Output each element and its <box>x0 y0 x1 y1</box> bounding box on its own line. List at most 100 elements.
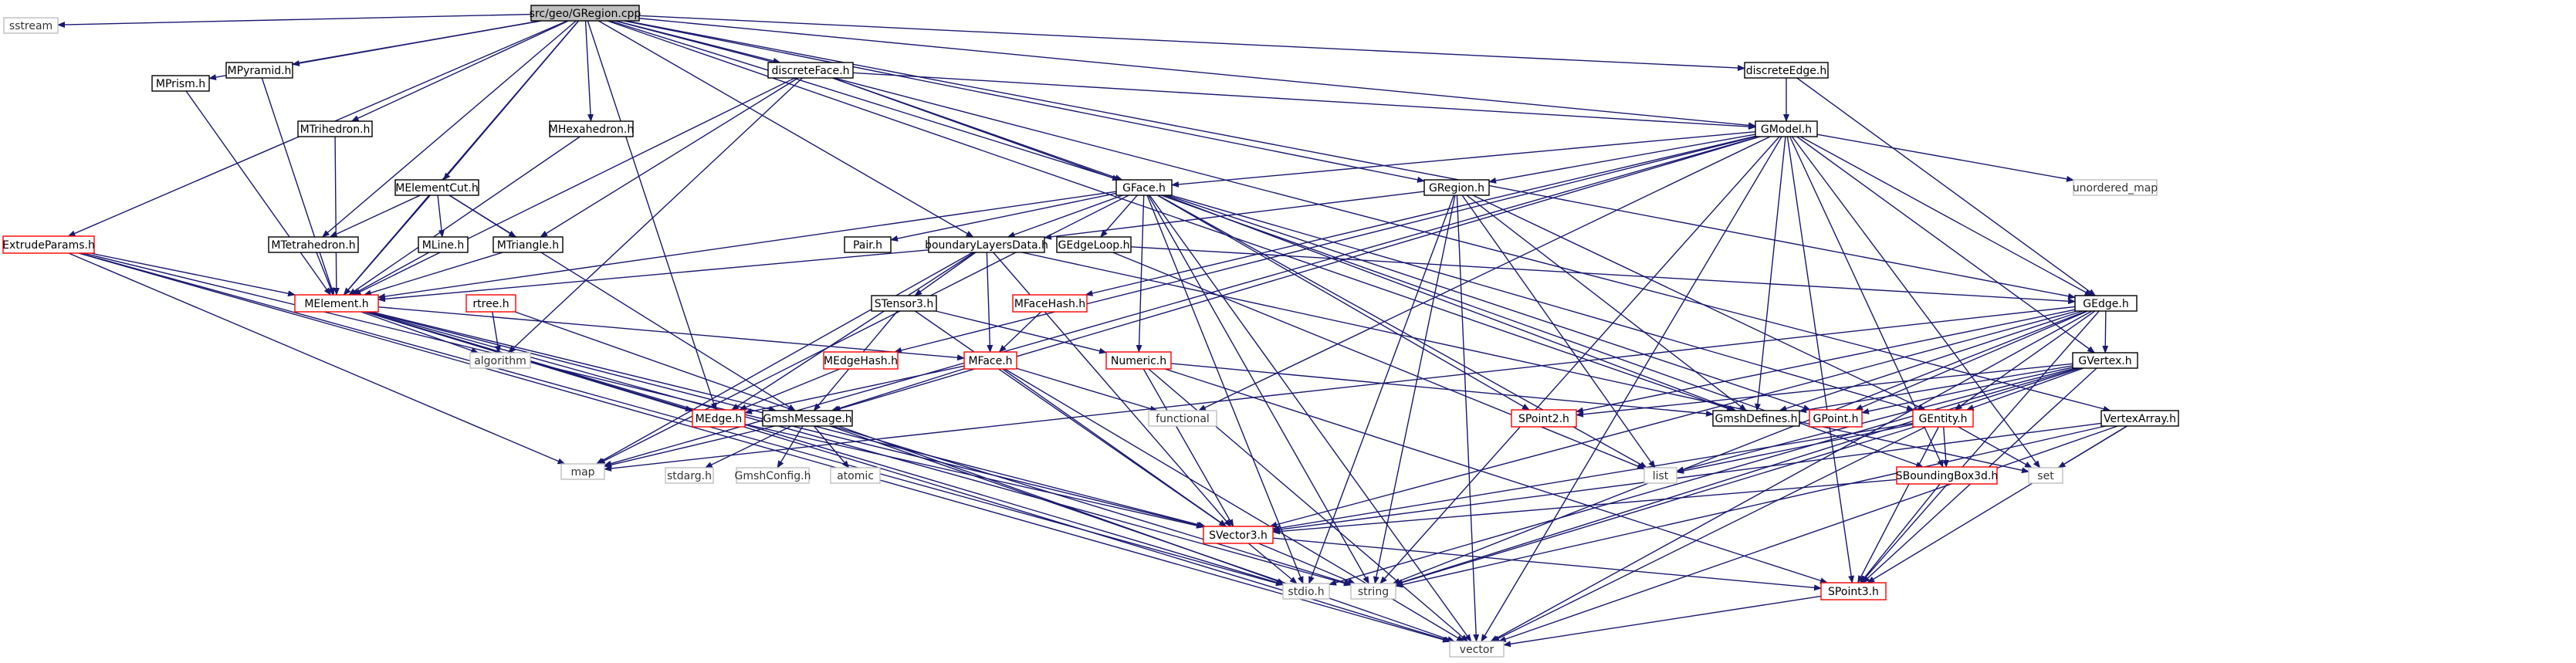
edge-boundarylayers-to-stensor3 <box>914 252 977 296</box>
node-rtree[interactable]: rtree.h <box>465 294 516 313</box>
edge-mprism-to-melement <box>185 90 331 296</box>
node-label-melementcut: MElementCut.h <box>395 182 479 195</box>
node-mfacehash[interactable]: MFaceHash.h <box>1012 294 1088 313</box>
node-stensor3[interactable]: STensor3.h <box>871 295 937 312</box>
node-label-set: set <box>2037 470 2054 482</box>
node-label-gedgeloop: GEdgeLoop.h <box>1058 239 1130 252</box>
edge-mhexahedron-to-melement <box>348 136 581 296</box>
node-gregion[interactable]: GRegion.h <box>1423 179 1490 196</box>
edge-boundarylayers-to-mface <box>986 252 994 353</box>
node-unorderedmap: unordered_map <box>2073 179 2158 196</box>
node-gvertex[interactable]: GVertex.h <box>2072 352 2138 369</box>
node-medgehash[interactable]: MEdgeHash.h <box>823 351 899 370</box>
node-gmshmessage[interactable]: GmshMessage.h <box>762 410 853 427</box>
node-box-spoint3 <box>1820 582 1887 600</box>
node-svector3[interactable]: SVector3.h <box>1203 526 1274 544</box>
node-box-mfacehash <box>1012 294 1088 313</box>
node-mtrihedron[interactable]: MTrihedron.h <box>297 120 373 137</box>
node-box-stdarg <box>665 467 714 484</box>
node-mline[interactable]: MLine.h <box>418 236 469 253</box>
edge-extrudeparams-to-map <box>68 252 566 465</box>
node-boundarylayers[interactable]: boundaryLayersData.h <box>925 236 1048 253</box>
node-label-root: src/geo/GRegion.cpp <box>530 8 641 20</box>
edge-boundarylayers-to-melement <box>377 249 929 303</box>
node-medge[interactable]: MEdge.h <box>692 409 746 428</box>
node-gmodel[interactable]: GModel.h <box>1755 120 1818 137</box>
node-gedge[interactable]: GEdge.h <box>2074 295 2138 312</box>
node-box-root <box>530 5 640 22</box>
edge-root-to-mtrihedron <box>350 20 569 122</box>
edge-gmodel-to-gface <box>1171 130 1756 188</box>
node-vertexarray[interactable]: VertexArray.h <box>2100 410 2179 427</box>
node-box-gvertex <box>2072 352 2138 369</box>
node-box-melement <box>294 294 379 313</box>
node-box-string <box>1350 583 1396 600</box>
edge-gentity-to-spoint3 <box>1857 426 1939 584</box>
node-gentity[interactable]: GEntity.h <box>1912 409 1974 428</box>
node-mtetrahedron[interactable]: MTetrahedron.h <box>268 236 359 253</box>
node-mhexahedron[interactable]: MHexahedron.h <box>549 120 634 137</box>
node-box-mtriangle <box>493 236 564 253</box>
node-spoint3[interactable]: SPoint3.h <box>1820 582 1887 600</box>
edge-gface-to-gedgeloop <box>1100 195 1138 238</box>
node-gmshconfig: GmshConfig.h <box>735 467 811 484</box>
node-gmshdefines[interactable]: GmshDefines.h <box>1712 410 1800 427</box>
node-vector: vector <box>1449 641 1505 658</box>
node-label-gface: GFace.h <box>1122 182 1166 195</box>
node-extrudeparams[interactable]: ExtrudeParams.h <box>2 235 95 254</box>
node-label-mline: MLine.h <box>422 239 465 252</box>
node-box-vector <box>1449 641 1505 658</box>
node-box-unorderedmap <box>2073 179 2158 196</box>
edge-gedge-to-svector3 <box>1269 310 2077 528</box>
node-label-atomic: atomic <box>837 470 874 482</box>
node-box-list <box>1643 467 1677 484</box>
edge-medgehash-to-medge <box>739 368 841 411</box>
node-discreteface[interactable]: discreteFace.h <box>767 62 854 79</box>
node-box-gpoint <box>1809 409 1863 428</box>
node-label-gmshconfig: GmshConfig.h <box>735 470 811 482</box>
edge-root-to-sstream <box>57 13 532 29</box>
edge-root-to-gmshdefines <box>607 20 1735 411</box>
node-spoint2[interactable]: SPoint2.h <box>1511 409 1577 428</box>
node-mprism[interactable]: MPrism.h <box>151 75 210 92</box>
node-label-mtrihedron: MTrihedron.h <box>300 123 371 136</box>
node-mpyramid[interactable]: MPyramid.h <box>225 62 293 79</box>
edge-mfacehash-to-mface <box>998 311 1042 353</box>
edge-discreteedge-to-gedge <box>1796 77 2097 296</box>
node-root[interactable]: src/geo/GRegion.cpp <box>530 5 641 22</box>
node-pair[interactable]: Pair.h <box>844 236 892 253</box>
node-label-sstream: sstream <box>9 20 52 32</box>
edge-melement-to-mface <box>377 306 965 361</box>
edge-root-to-boundarylayers <box>597 20 974 238</box>
node-atomic: atomic <box>830 467 881 484</box>
edge-gface-to-numeric <box>1136 195 1145 353</box>
edge-mline-to-melement <box>351 252 430 296</box>
node-gedgeloop[interactable]: GEdgeLoop.h <box>1056 236 1132 253</box>
node-discreteedge[interactable]: discreteEdge.h <box>1744 62 1829 79</box>
edge-gentity-to-set <box>1958 426 2033 468</box>
edge-gmshmessage-to-gmshconfig <box>777 425 804 468</box>
node-list: list <box>1643 467 1677 484</box>
node-mtriangle[interactable]: MTriangle.h <box>493 236 564 253</box>
node-label-mtriangle: MTriangle.h <box>497 239 559 252</box>
edge-gregion-to-gmshdefines <box>1466 195 1747 411</box>
node-melementcut[interactable]: MElementCut.h <box>394 179 479 196</box>
edge-gface-to-list <box>1157 195 1647 468</box>
edge-melementcut-to-mtetrahedron <box>329 195 421 238</box>
edge-gedge-to-vector <box>1490 310 2093 642</box>
node-box-discreteface <box>767 62 854 79</box>
node-numeric[interactable]: Numeric.h <box>1105 351 1172 370</box>
node-sboundingbox3d[interactable]: SBoundingBox3d.h <box>1896 466 1998 485</box>
node-gface[interactable]: GFace.h <box>1115 179 1173 196</box>
edge-gmodel-to-gvertex <box>1796 136 2096 353</box>
edge-extrudeparams-to-svector3 <box>83 252 1204 528</box>
edge-gmodel-to-gmshdefines <box>1754 136 1786 411</box>
edge-gregion-to-stdio <box>1308 195 1454 584</box>
node-box-gedge <box>2074 295 2138 312</box>
node-label-boundarylayers: boundaryLayersData.h <box>925 239 1048 252</box>
node-label-gmshmessage: GmshMessage.h <box>763 413 851 425</box>
node-label-numeric: Numeric.h <box>1111 355 1166 367</box>
node-melement[interactable]: MElement.h <box>294 294 379 313</box>
node-mface[interactable]: MFace.h <box>963 351 1017 370</box>
node-gpoint[interactable]: GPoint.h <box>1809 409 1863 428</box>
